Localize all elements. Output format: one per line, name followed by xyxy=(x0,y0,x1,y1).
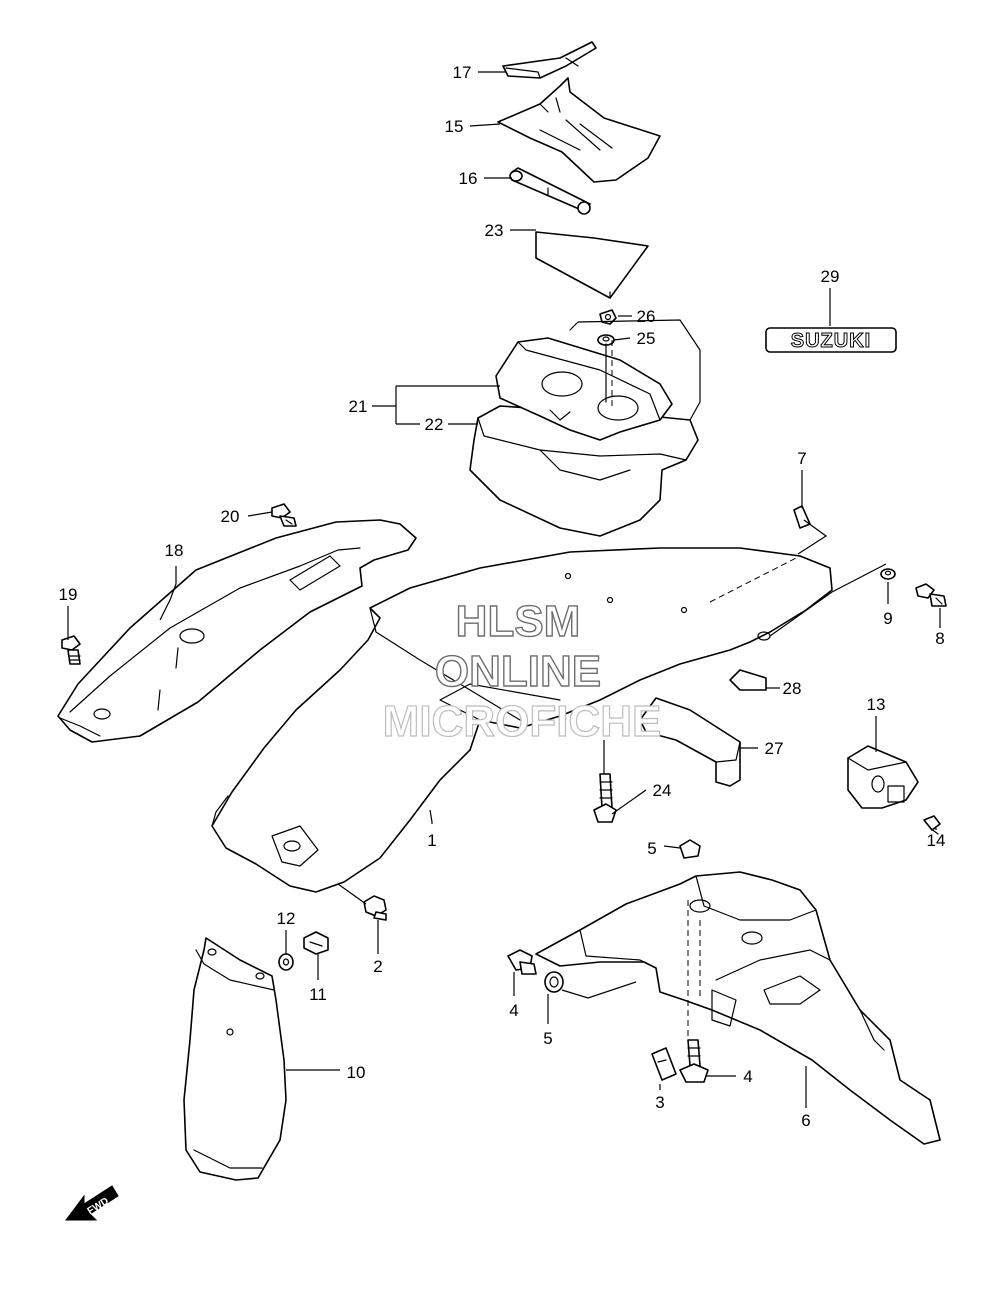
part-6-fender-bracket xyxy=(535,871,941,1145)
callout-28: 28 xyxy=(783,679,802,698)
part-21-battery-case xyxy=(495,337,673,441)
part-4-bolt-left xyxy=(507,949,537,975)
callout-2: 2 xyxy=(373,957,382,976)
part-18-side-cover xyxy=(57,519,417,743)
part-16-wrench xyxy=(509,167,591,215)
callout-4-left: 4 xyxy=(509,1001,518,1020)
callout-20: 20 xyxy=(221,507,240,526)
part-1-rear-fender xyxy=(211,547,833,893)
callout-19: 19 xyxy=(59,585,78,604)
callout-18: 18 xyxy=(165,541,184,560)
watermark: HLSM ONLINE MICROFICHE xyxy=(382,596,662,746)
part-7-clip xyxy=(793,505,811,529)
fwd-arrow-icon: FWD xyxy=(65,1185,119,1221)
callout-12: 12 xyxy=(277,909,296,928)
callout-23: 23 xyxy=(485,221,504,240)
part-28-pad xyxy=(729,669,767,691)
part-3-clip xyxy=(651,1047,677,1081)
part-17-strap xyxy=(502,41,597,79)
callout-9: 9 xyxy=(883,609,892,628)
callout-29: 29 xyxy=(821,267,840,286)
part-27-handle xyxy=(639,697,741,787)
watermark-line-1: HLSM xyxy=(456,597,581,646)
part-14-screw xyxy=(923,815,941,835)
part-10-mud-flap xyxy=(183,937,287,1181)
callout-27: 27 xyxy=(765,739,784,758)
part-15-tool-bag xyxy=(497,77,661,183)
callout-17: 17 xyxy=(453,63,472,82)
part-20-bolt xyxy=(271,503,297,527)
callout-3: 3 xyxy=(655,1093,664,1112)
watermark-line-3: MICROFICHE xyxy=(383,697,662,746)
callout-4-right: 4 xyxy=(743,1067,752,1086)
part-24-bolt xyxy=(593,773,617,823)
callout-6: 6 xyxy=(801,1111,810,1130)
part-2-bolt xyxy=(363,895,387,921)
part-23-manual xyxy=(535,231,649,299)
callout-21: 21 xyxy=(349,397,368,416)
part-9-washer xyxy=(880,568,896,580)
leader-lines xyxy=(67,71,941,1108)
callout-25: 25 xyxy=(637,329,656,348)
part-11-bolt xyxy=(303,931,329,955)
callout-24: 24 xyxy=(653,781,672,800)
part-12-washer xyxy=(278,953,294,971)
callout-5-bottom: 5 xyxy=(543,1029,552,1048)
callout-5-top: 5 xyxy=(647,839,656,858)
watermark-line-2: ONLINE xyxy=(435,647,601,696)
callouts: 17 15 16 23 29 26 25 21 22 7 20 18 19 9 … xyxy=(59,63,946,1130)
callout-26: 26 xyxy=(637,307,656,326)
part-29-emblem: SUZUKI xyxy=(765,327,897,353)
emblem-text: SUZUKI xyxy=(791,330,871,352)
part-5-grommet-bottom xyxy=(544,971,564,993)
callout-15: 15 xyxy=(445,117,464,136)
part-19-bolt xyxy=(61,635,81,665)
callout-11: 11 xyxy=(309,985,327,1004)
callout-22: 22 xyxy=(425,415,444,434)
callout-10: 10 xyxy=(347,1063,366,1082)
part-4-bolt-bottom xyxy=(679,1039,709,1083)
callout-13: 13 xyxy=(867,695,886,714)
part-13-relay xyxy=(847,745,919,809)
guide-lines xyxy=(611,340,801,1040)
callout-16: 16 xyxy=(459,169,478,188)
part-8-bolt xyxy=(915,583,947,607)
callout-7: 7 xyxy=(797,449,806,468)
callout-14: 14 xyxy=(927,831,946,850)
callout-1: 1 xyxy=(427,831,436,850)
callout-8: 8 xyxy=(935,629,944,648)
part-5-grommet-top xyxy=(679,839,701,859)
